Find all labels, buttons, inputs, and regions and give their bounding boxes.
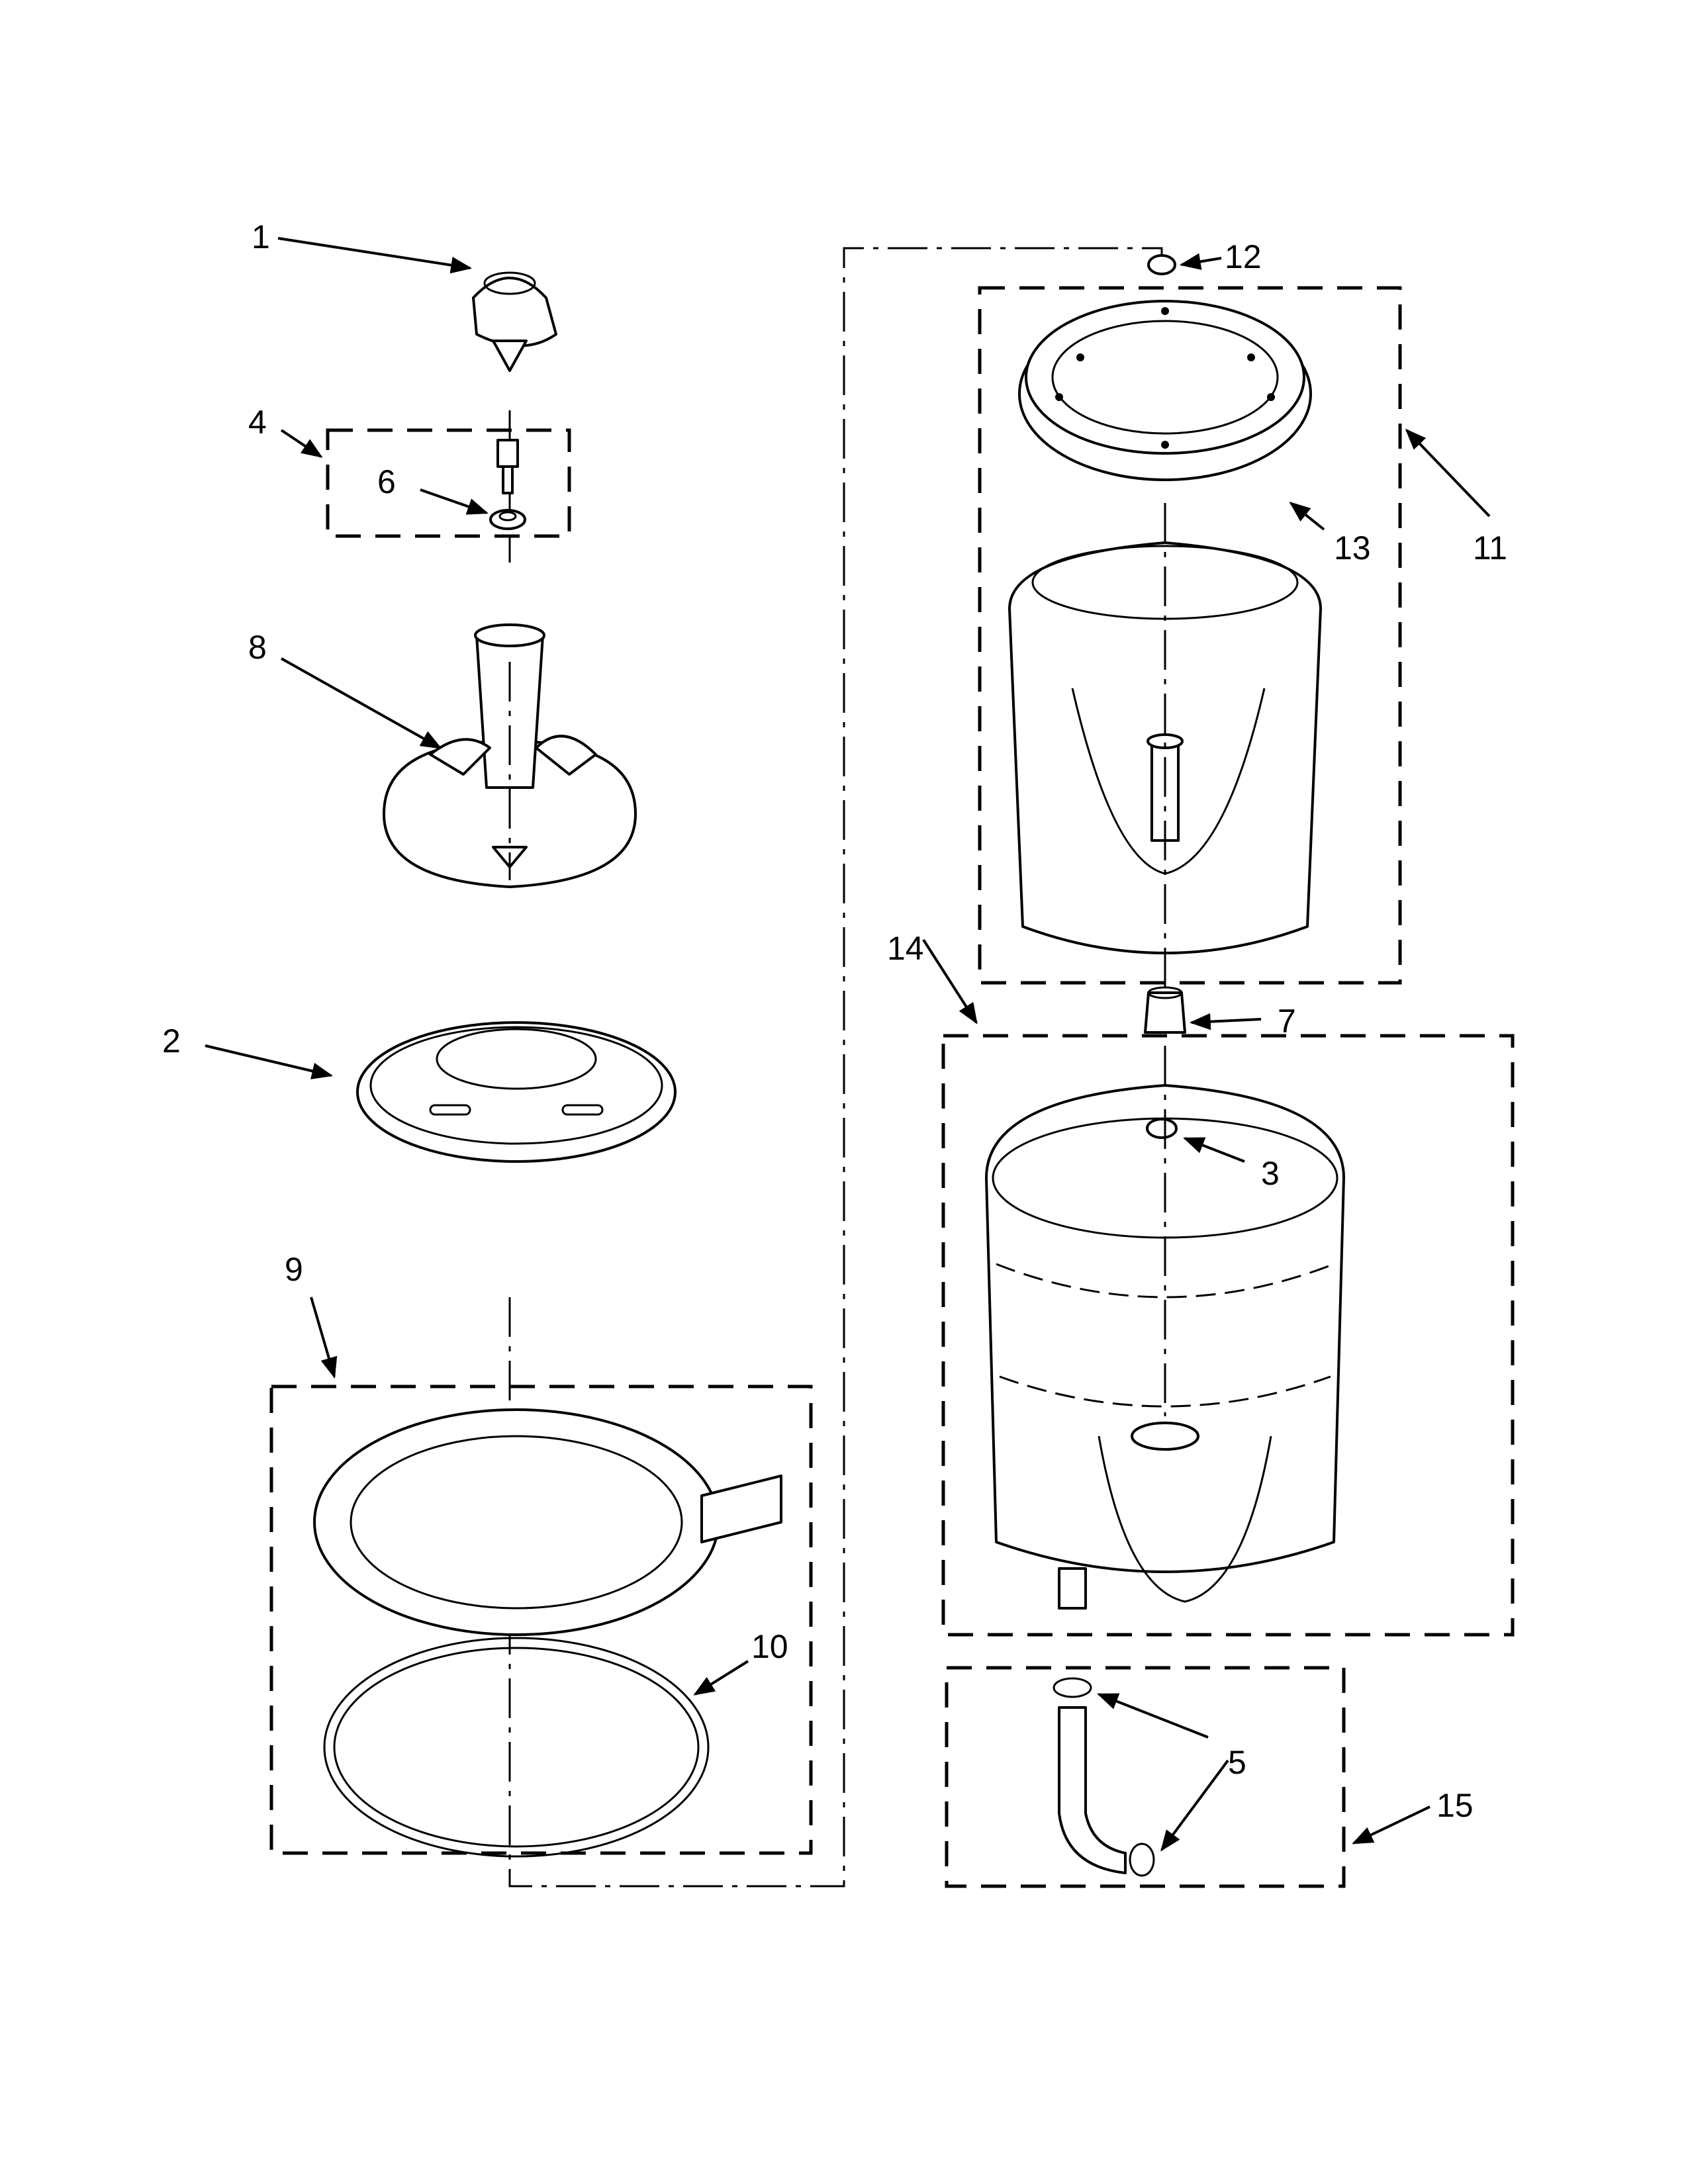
drive-hub-part	[1144, 986, 1186, 1034]
callout-7: 7	[1278, 1003, 1296, 1040]
callout-4: 4	[248, 404, 267, 441]
cover-ring-part	[356, 1021, 677, 1163]
callout-5: 5	[1228, 1744, 1246, 1781]
callout-15: 15	[1436, 1787, 1474, 1824]
kit-box-4	[326, 428, 571, 538]
callout-6: 6	[377, 463, 396, 500]
balance-ring-part	[1018, 300, 1312, 481]
callout-9: 9	[285, 1251, 303, 1288]
callout-12: 12	[1225, 238, 1262, 275]
callout-10: 10	[751, 1628, 788, 1665]
drain-hose-part	[1053, 1677, 1155, 1877]
tub-ring-part	[313, 1408, 782, 1858]
agitator-part	[383, 623, 637, 888]
callout-13: 13	[1334, 529, 1371, 567]
washer-nut-part	[489, 509, 526, 530]
callout-14: 14	[887, 930, 924, 967]
callout-2: 2	[162, 1023, 181, 1060]
callout-8: 8	[248, 629, 267, 666]
assembly-connector-line	[508, 247, 1163, 1888]
kit-box-14	[941, 1034, 1515, 1637]
kit-box-15	[945, 1666, 1346, 1888]
leader-lines	[205, 237, 1491, 1852]
hub-nut-part	[1147, 254, 1176, 275]
agitator-cap-part	[472, 271, 557, 372]
bolt-part	[496, 439, 519, 494]
callout-11: 11	[1473, 529, 1507, 567]
wash-basket-part	[1008, 503, 1322, 993]
callout-3: 3	[1261, 1155, 1280, 1192]
outer-tub-part	[985, 1046, 1345, 1610]
callout-1: 1	[252, 218, 270, 255]
kit-box-11	[978, 286, 1402, 985]
kit-box-9	[269, 1385, 813, 1855]
